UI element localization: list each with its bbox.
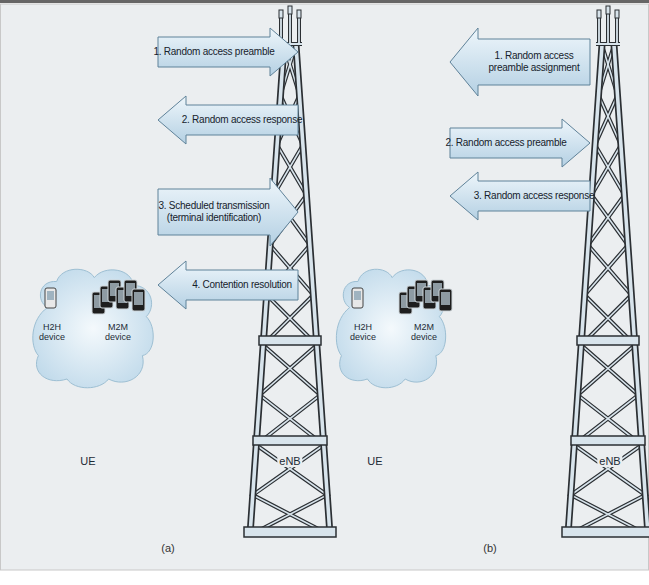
device-label: H2H device — [346, 322, 380, 342]
arrow-label: 2. Random access response — [172, 114, 312, 126]
arrow-label: 3. Random access response — [464, 190, 604, 202]
cloud-shape — [336, 269, 445, 388]
ue-label: UE — [80, 455, 95, 467]
tower-illustration — [562, 6, 649, 537]
panel-label: (b) — [483, 542, 496, 554]
ue-cloud: H2H deviceM2M deviceUE — [332, 262, 450, 392]
enb-label: eNB — [597, 455, 622, 467]
block-arrow — [450, 28, 590, 96]
device-icons — [45, 280, 145, 314]
panel-background — [1, 4, 649, 570]
device-label: M2M device — [407, 322, 441, 342]
arrow-label: 1. Random access preamble assignment — [484, 50, 584, 74]
cloud-shape — [33, 269, 153, 388]
enb-label: eNB — [277, 455, 302, 467]
ue-label: UE — [367, 455, 382, 467]
arrow-label: 3. Scheduled transmission (terminal iden… — [152, 200, 277, 224]
enb-tower: eNB — [590, 15, 620, 535]
enb-tower: eNB — [298, 15, 328, 535]
arrow-label: 1. Random access preamble — [144, 46, 284, 58]
device-label: M2M device — [101, 322, 135, 342]
ue-cloud: H2H deviceM2M deviceUE — [28, 262, 158, 392]
arrow-label: 4. Contention resolution — [172, 279, 312, 291]
panel-label: (a) — [161, 542, 174, 554]
top-rule — [0, 0, 649, 3]
device-label: H2H device — [35, 322, 69, 342]
device-icons — [352, 280, 452, 314]
arrow-label: 2. Random access preamble — [436, 137, 576, 149]
